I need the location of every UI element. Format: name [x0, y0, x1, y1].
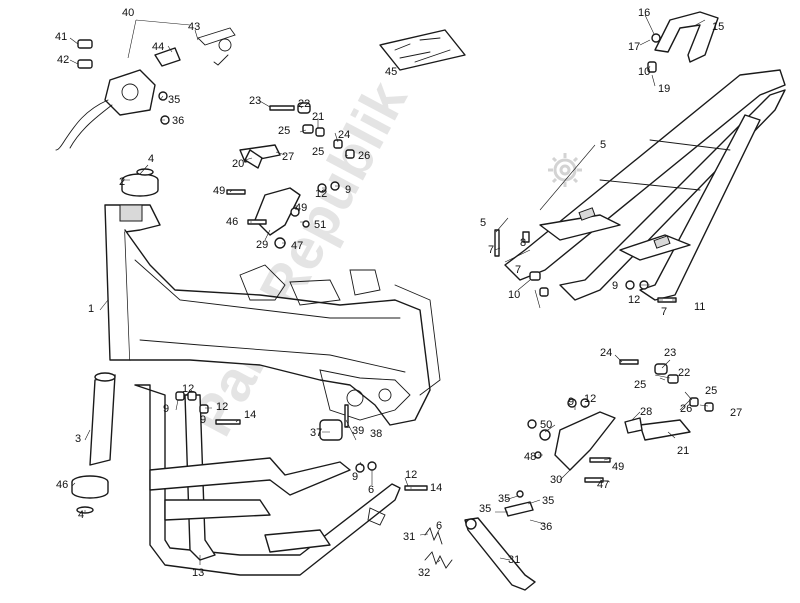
- rear-subframe: [504, 69, 786, 301]
- callout-4b: 4: [78, 509, 84, 521]
- callout-23a: 23: [249, 95, 261, 107]
- callout-25c: 25: [634, 379, 646, 391]
- callout-12d: 12: [405, 469, 417, 481]
- callout-48a: 49: [213, 185, 225, 197]
- hardware-kit-bag: [379, 29, 466, 71]
- callout-2: 2: [119, 176, 125, 188]
- callout-35a: 35: [168, 94, 180, 106]
- callout-9f: 9: [568, 396, 574, 408]
- callout-36: 37: [310, 427, 322, 439]
- grab-handle: [654, 11, 719, 63]
- callout-9b: 9: [163, 403, 169, 415]
- callout-35b: 36: [172, 115, 184, 127]
- callout-46a: 46: [226, 216, 238, 228]
- callout-41: 42: [57, 54, 69, 66]
- callout-7c: 7: [515, 264, 521, 276]
- callout-22a: 22: [298, 98, 310, 110]
- callout-12b: 12: [182, 383, 194, 395]
- callout-47b: 48: [524, 451, 536, 463]
- callout-10b: 10: [508, 289, 520, 301]
- callout-6: 5: [480, 217, 486, 229]
- callout-49a: 49: [295, 202, 307, 214]
- callout-24a: 24: [338, 129, 350, 141]
- callout-7e: 6: [436, 520, 442, 532]
- right-footrest-bracket: [554, 411, 691, 471]
- callout-labels: 40 43 41 42 44 35 36 45 23 22 21 25 24 2…: [55, 7, 742, 579]
- callout-34: 35: [479, 503, 491, 515]
- callout-7b: 7: [488, 244, 494, 256]
- callout-24b: 25: [705, 385, 717, 397]
- callout-35d: 36: [540, 521, 552, 533]
- callout-37: 38: [370, 428, 382, 440]
- callout-40: 41: [55, 31, 67, 43]
- callout-9a: 9: [345, 184, 351, 196]
- callout-12a: 12: [315, 188, 327, 200]
- callout-29: 30: [550, 474, 562, 486]
- callout-31: 31: [403, 531, 415, 543]
- callout-26b: 27: [730, 407, 742, 419]
- callout-9c: 9: [200, 414, 206, 426]
- callout-48b: 49: [612, 461, 624, 473]
- callout-11: 11: [694, 301, 705, 313]
- callout-3: 3: [75, 433, 81, 445]
- callout-21b: 22: [678, 367, 690, 379]
- callout-50a: 51: [314, 219, 326, 231]
- callout-14a: 14: [244, 409, 256, 421]
- callout-7a: 6: [368, 484, 374, 496]
- callout-25d: 26: [680, 403, 692, 415]
- callout-4a: 4: [148, 153, 154, 165]
- callout-9d: 9: [352, 471, 358, 483]
- callout-38: 39: [352, 425, 364, 437]
- callout-27a: 27: [282, 151, 294, 163]
- callout-8: 8: [520, 237, 526, 249]
- callout-26a: 26: [358, 150, 370, 162]
- callout-16: 16: [638, 7, 650, 19]
- callout-15: 15: [712, 21, 724, 33]
- main-frame: [104, 204, 441, 426]
- callout-13: 13: [192, 567, 204, 579]
- callout-42: 43: [188, 21, 200, 33]
- callout-25b: 25: [312, 146, 324, 158]
- callout-19: 20: [232, 158, 244, 170]
- callout-46b: 47: [597, 479, 609, 491]
- callout-12f: 12: [584, 393, 596, 405]
- callout-17: 17: [628, 41, 640, 53]
- callout-7d: 7: [661, 306, 667, 318]
- ignition-switch-assembly: [55, 27, 236, 151]
- callout-33: 35: [498, 493, 510, 505]
- callout-43: 44: [152, 41, 164, 53]
- watermark-gear-icon: [548, 153, 582, 187]
- callout-28: 29: [256, 239, 268, 251]
- callout-20: 21: [677, 445, 689, 457]
- callout-5: 5: [600, 139, 606, 151]
- callout-25a: 25: [278, 125, 290, 137]
- side-stand-assembly: [424, 490, 536, 591]
- callout-23b: 24: [600, 347, 612, 359]
- callout-14b: 14: [430, 482, 442, 494]
- callout-47a: 47: [291, 240, 303, 252]
- callout-30: 31: [508, 554, 520, 566]
- callout-9e: 9: [612, 280, 618, 292]
- callout-49b: 50: [540, 419, 552, 431]
- callout-21a: 21: [312, 111, 324, 123]
- leader-lines: [69, 14, 709, 565]
- callout-12c: 12: [216, 401, 228, 413]
- callout-35c: 35: [542, 495, 554, 507]
- callout-18: 19: [658, 83, 670, 95]
- callout-39: 40: [122, 7, 134, 19]
- callout-1: 1: [88, 303, 94, 315]
- callout-45: 46: [56, 479, 68, 491]
- callout-44: 45: [385, 66, 397, 78]
- callout-22b: 23: [664, 347, 676, 359]
- callout-27b: 28: [640, 406, 652, 418]
- callout-32: 32: [418, 567, 430, 579]
- callout-10a: 10: [638, 66, 650, 78]
- lower-cradle-frame: [134, 384, 401, 576]
- callout-12e: 12: [628, 294, 640, 306]
